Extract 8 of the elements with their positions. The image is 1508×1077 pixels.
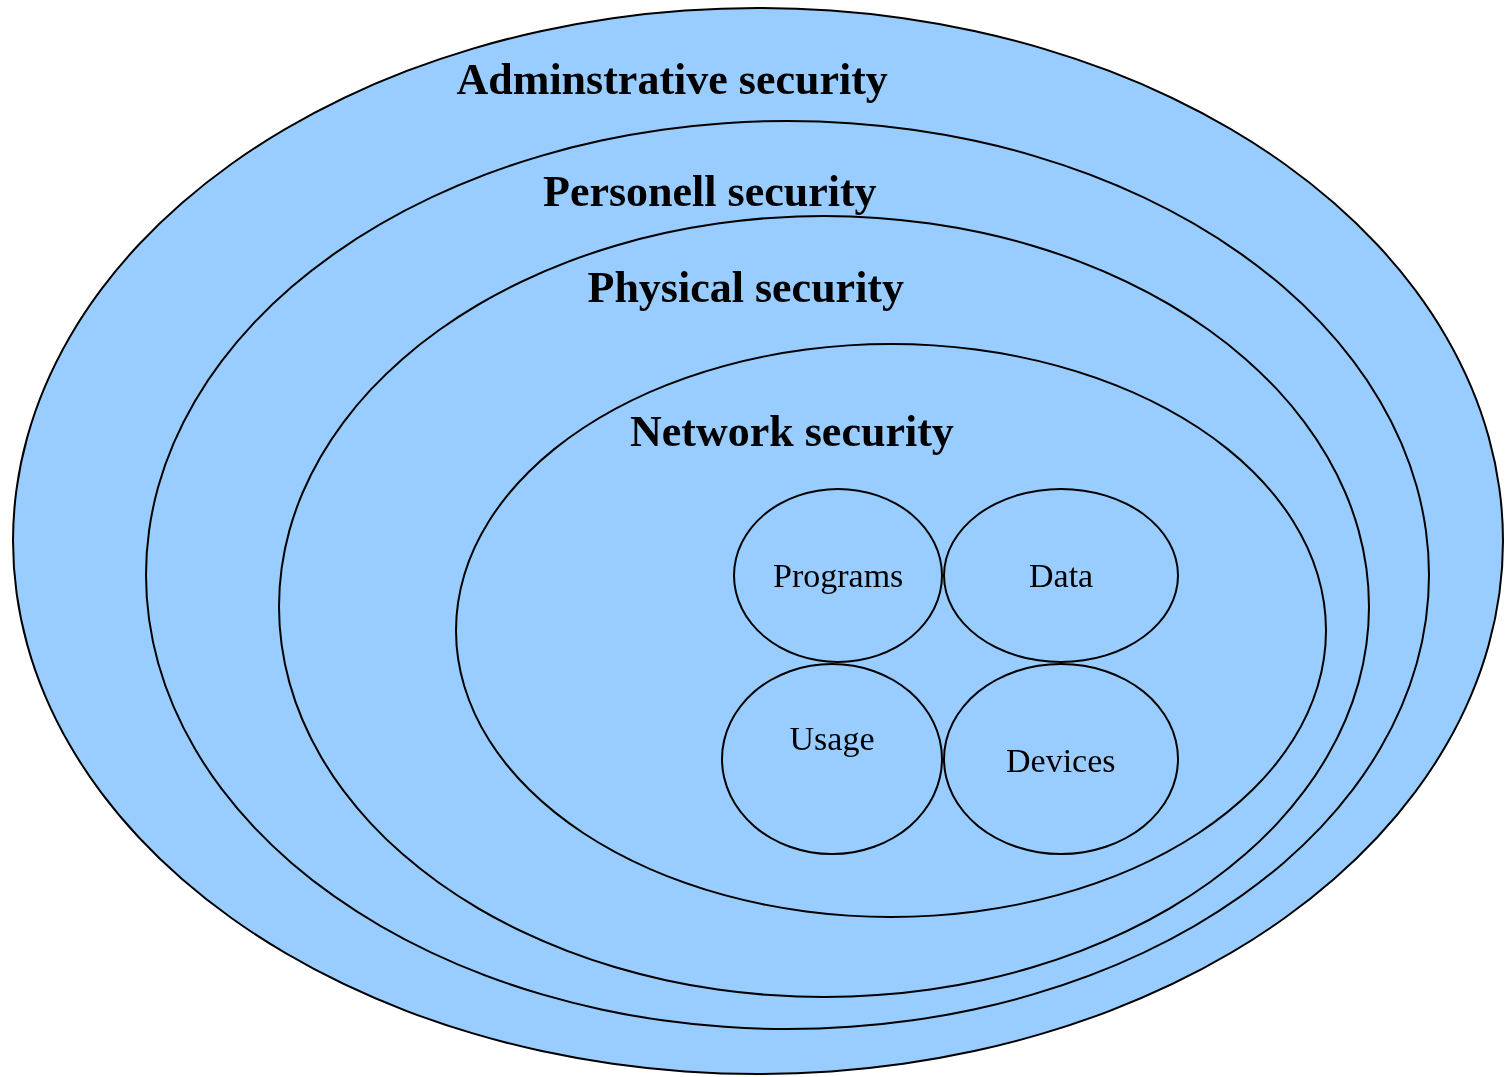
asset-label: Data — [1029, 559, 1094, 593]
layer-title: Physical security — [587, 266, 904, 310]
asset-label: Devices — [1006, 744, 1116, 778]
layer-title: Network security — [630, 410, 954, 454]
asset-label: Usage — [789, 722, 875, 756]
asset-label: Programs — [773, 559, 904, 593]
layer-title: Adminstrative security — [456, 58, 888, 102]
layer-title: Personell security — [543, 170, 877, 214]
